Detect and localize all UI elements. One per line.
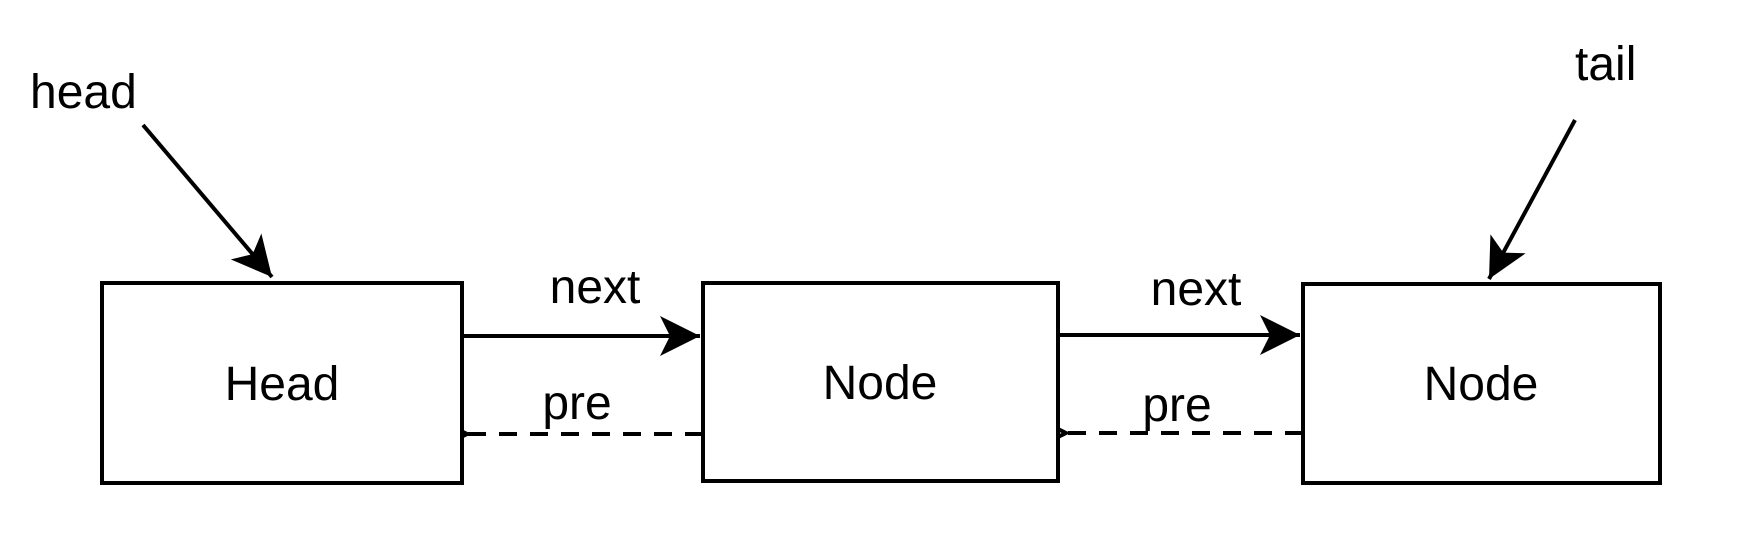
head-box-label: Head [225, 358, 340, 411]
head-pointer-arrow [141, 123, 274, 279]
head-pointer-label: head [30, 66, 137, 119]
next-arrow-1-label: next [550, 261, 641, 314]
pre-arrow-2-label: pre [1142, 379, 1211, 432]
head-box [100, 281, 464, 485]
tail-pointer-arrow [1487, 119, 1577, 280]
middle-node-box-label: Node [823, 357, 938, 410]
tail-node-box-label: Node [1424, 358, 1539, 411]
pre-arrow-1-label: pre [542, 377, 611, 430]
middle-node-box [701, 281, 1060, 483]
next-arrow-2-label: next [1151, 263, 1242, 316]
tail-node-box [1301, 282, 1662, 485]
tail-pointer-label: tail [1575, 38, 1636, 91]
